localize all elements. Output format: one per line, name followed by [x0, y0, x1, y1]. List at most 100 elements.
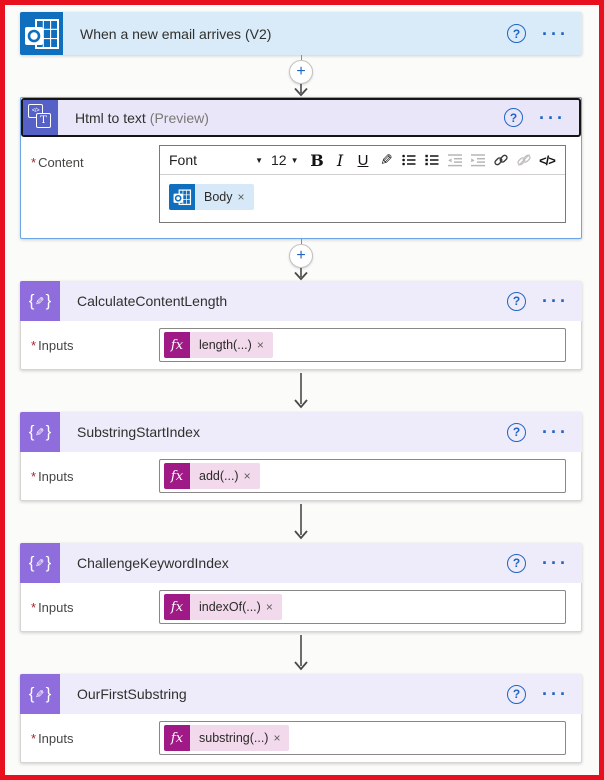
- plus-icon: +: [296, 63, 306, 80]
- card-menu-icon[interactable]: ···: [542, 684, 569, 704]
- remove-token-icon[interactable]: ×: [265, 600, 273, 614]
- inputs-input[interactable]: fx add(...) ×: [159, 459, 566, 493]
- required-mark: *: [31, 155, 37, 170]
- card-menu-icon[interactable]: ···: [542, 422, 569, 442]
- token-label: length(...): [199, 338, 252, 352]
- inputs-field-label: *Inputs: [31, 730, 74, 746]
- inputs-field-label: *Inputs: [31, 337, 74, 353]
- help-icon[interactable]: ?: [507, 684, 527, 704]
- token-label: Body: [204, 190, 233, 204]
- inputs-field-label: *Inputs: [31, 468, 74, 484]
- code-glyph: </>: [28, 104, 43, 118]
- token-label: substring(...): [199, 731, 269, 745]
- remove-token-icon[interactable]: ×: [243, 469, 251, 483]
- action-card-substringstartindex: {✎} SubstringStartIndex ? ··· *Inputs fx…: [20, 412, 582, 501]
- insert-step-button[interactable]: +: [289, 60, 313, 84]
- card-title: ChallengeKeywordIndex: [77, 555, 229, 571]
- connector-stem: [300, 239, 302, 244]
- flow-designer-canvas: When a new email arrives (V2) ? ··· + </…: [5, 12, 599, 763]
- plus-icon: +: [296, 247, 306, 264]
- inputs-input[interactable]: fx substring(...) ×: [159, 721, 566, 755]
- arrow-down-icon: [294, 84, 308, 97]
- html-to-text-icon: </> T: [23, 100, 58, 135]
- card-header-html-to-text[interactable]: </> T Html to text (Preview) ? ···: [21, 98, 581, 137]
- underline-button[interactable]: U: [357, 151, 369, 169]
- font-family-value: Font: [169, 152, 198, 168]
- indent-button[interactable]: [467, 148, 490, 172]
- fx-icon: fx: [164, 332, 190, 358]
- action-card-ourfirstsubstring: {✎} OurFirstSubstring ? ··· *Inputs fx s…: [20, 674, 582, 763]
- font-family-dropdown[interactable]: Font ▼: [163, 152, 269, 168]
- token-label: indexOf(...): [199, 600, 261, 614]
- expression-token[interactable]: fx add(...) ×: [164, 463, 260, 489]
- expression-token[interactable]: fx length(...) ×: [164, 332, 273, 358]
- help-icon[interactable]: ?: [507, 24, 527, 43]
- connector: [20, 501, 582, 543]
- connector: +: [20, 55, 582, 97]
- text-glyph: T: [36, 113, 51, 128]
- arrow-down-icon: [294, 268, 308, 281]
- arrow-down-icon: [294, 635, 308, 671]
- card-menu-icon[interactable]: ···: [539, 107, 566, 128]
- expression-token[interactable]: fx substring(...) ×: [164, 725, 290, 751]
- compose-icon: {✎}: [20, 543, 60, 583]
- help-icon[interactable]: ?: [504, 108, 524, 127]
- card-header[interactable]: {✎} SubstringStartIndex ? ···: [20, 412, 582, 452]
- link-button[interactable]: [490, 148, 513, 172]
- help-icon[interactable]: ?: [507, 291, 527, 311]
- inputs-input[interactable]: fx indexOf(...) ×: [159, 590, 566, 624]
- rich-text-toolbar: Font ▼ 12 ▼ B I U ✎: [160, 146, 565, 175]
- remove-token-icon[interactable]: ×: [256, 338, 264, 352]
- content-field-label: *Content: [31, 155, 84, 170]
- remove-token-icon[interactable]: ×: [273, 731, 281, 745]
- fx-icon: fx: [164, 594, 190, 620]
- rich-text-editor: Font ▼ 12 ▼ B I U ✎: [159, 145, 566, 223]
- connector: [20, 632, 582, 674]
- compose-icon: {✎}: [20, 281, 60, 321]
- help-icon[interactable]: ?: [507, 422, 527, 442]
- fx-icon: fx: [164, 725, 190, 751]
- action-card-calculatecontentlength: {✎} CalculateContentLength ? ··· *Inputs…: [20, 281, 582, 370]
- card-title: CalculateContentLength: [77, 293, 228, 309]
- outdent-button[interactable]: [444, 148, 467, 172]
- card-header[interactable]: {✎} ChallengeKeywordIndex ? ···: [20, 543, 582, 583]
- highlight-pen-button[interactable]: ✎: [379, 152, 393, 169]
- card-header[interactable]: {✎} OurFirstSubstring ? ···: [20, 674, 582, 714]
- unlink-button[interactable]: [513, 148, 536, 172]
- token-label: add(...): [199, 469, 239, 483]
- inputs-input[interactable]: fx length(...) ×: [159, 328, 566, 362]
- action-card-html-to-text: </> T Html to text (Preview) ? ··· *Cont…: [20, 97, 582, 239]
- bullet-list-button[interactable]: [398, 148, 421, 172]
- body-dynamic-content-token[interactable]: Body ×: [169, 184, 254, 210]
- outlook-icon: [20, 12, 63, 55]
- font-size-value: 12: [271, 152, 287, 168]
- chevron-down-icon: ▼: [290, 155, 299, 165]
- inputs-field-label: *Inputs: [31, 599, 74, 615]
- code-view-button[interactable]: </>: [539, 152, 556, 168]
- outlook-icon: [169, 184, 195, 210]
- arrow-down-icon: [294, 504, 308, 540]
- trigger-card-when-a-new-email-arrives[interactable]: When a new email arrives (V2) ? ···: [20, 12, 582, 55]
- card-header[interactable]: {✎} CalculateContentLength ? ···: [20, 281, 582, 321]
- remove-token-icon[interactable]: ×: [237, 190, 245, 204]
- compose-icon: {✎}: [20, 412, 60, 452]
- numbered-list-button[interactable]: [421, 148, 444, 172]
- help-icon[interactable]: ?: [507, 553, 527, 573]
- connector: [20, 370, 582, 412]
- card-menu-icon[interactable]: ···: [542, 553, 569, 573]
- italic-button[interactable]: I: [336, 150, 344, 170]
- expression-token[interactable]: fx indexOf(...) ×: [164, 594, 282, 620]
- action-card-challengekeywordindex: {✎} ChallengeKeywordIndex ? ··· *Inputs …: [20, 543, 582, 632]
- insert-step-button[interactable]: +: [289, 244, 313, 268]
- trigger-title: When a new email arrives (V2): [80, 25, 272, 42]
- card-menu-icon[interactable]: ···: [542, 23, 569, 44]
- card-title-suffix: (Preview): [149, 109, 209, 126]
- content-input-area[interactable]: Body ×: [160, 175, 565, 222]
- arrow-down-icon: [294, 373, 308, 409]
- card-menu-icon[interactable]: ···: [542, 291, 569, 311]
- connector-stem: [300, 55, 302, 60]
- bold-button[interactable]: B: [310, 150, 324, 170]
- font-size-dropdown[interactable]: 12 ▼: [269, 152, 306, 168]
- chevron-down-icon: ▼: [255, 155, 263, 165]
- card-title: Html to text: [75, 109, 146, 126]
